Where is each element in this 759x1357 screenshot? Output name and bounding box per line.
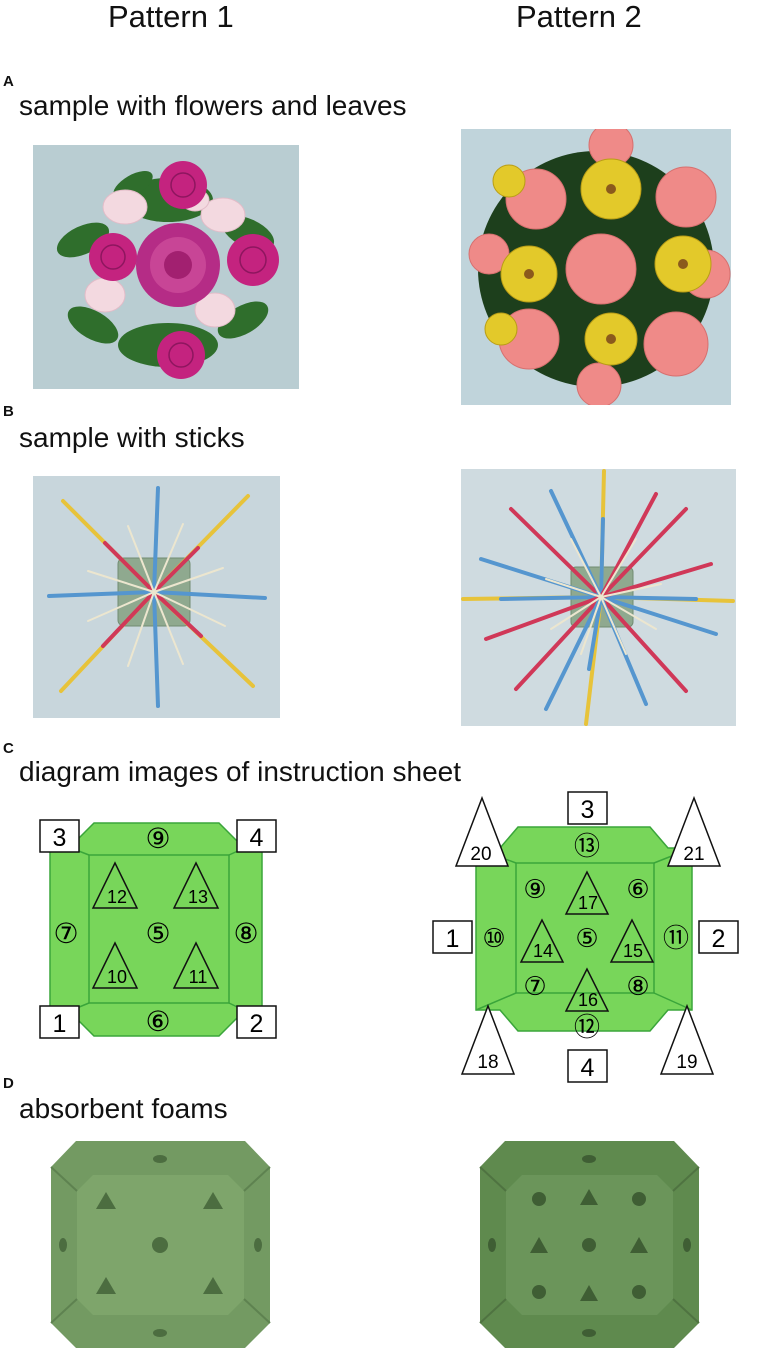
- hole-marker-10: ⑩: [482, 923, 505, 953]
- triangle-marker-10: 10: [107, 967, 127, 987]
- hole-marker-5: ⑤: [145, 918, 170, 949]
- column-heading-pattern-2: Pattern 2: [516, 0, 642, 34]
- triangle-marker-12: 12: [107, 887, 127, 907]
- side-box-4: 4: [581, 1054, 595, 1082]
- corner-box-3: 3: [39, 819, 80, 853]
- column-heading-pattern-1: Pattern 1: [108, 0, 234, 34]
- hole-marker-9: ⑨: [523, 874, 546, 904]
- sticks-sample-photo-1: [33, 476, 280, 718]
- triangle-marker-13: 13: [188, 887, 208, 907]
- triangle-marker-14: 14: [533, 941, 553, 961]
- hole-marker-13: ⑬: [574, 831, 600, 861]
- panel-letter-d: D: [3, 1075, 14, 1092]
- panel-caption-d: absorbent foams: [19, 1093, 228, 1124]
- hole-marker-6: ⑥: [145, 1006, 170, 1037]
- triangle-marker-16: 16: [578, 990, 598, 1010]
- hole-marker-8: ⑧: [233, 918, 258, 949]
- hole-marker-6: ⑥: [626, 874, 649, 904]
- corner-box-1: 1: [39, 1005, 80, 1039]
- panel-caption-a: sample with flowers and leaves: [19, 90, 407, 121]
- panel-letter-b: B: [3, 403, 14, 420]
- corner-triangle-18: 18: [477, 1052, 498, 1073]
- hole-marker-5: ⑤: [575, 923, 598, 953]
- panel-caption-b: sample with sticks: [19, 422, 245, 453]
- corner-box-2: 2: [236, 1005, 277, 1039]
- corner-box-4: 4: [236, 819, 277, 853]
- corner-triangle-20: 20: [470, 844, 491, 865]
- corner-box-1-label: 1: [53, 1010, 67, 1038]
- triangle-marker-15: 15: [623, 941, 643, 961]
- carnation-bouquet-photo: [461, 129, 731, 405]
- panel-letter-c: C: [3, 740, 14, 757]
- hole-marker-8: ⑧: [626, 971, 649, 1001]
- hole-marker-12: ⑫: [574, 1012, 600, 1042]
- instruction-diagram-pattern-1: 3 4 1 2 ⑨ ⑦ ⑤ ⑧ ⑥ 12 13 10 11: [39, 819, 277, 1039]
- hole-marker-9: ⑨: [145, 823, 170, 854]
- side-box-2: 2: [712, 925, 726, 953]
- corner-triangle-21: 21: [683, 844, 704, 865]
- side-box-3: 3: [581, 796, 595, 824]
- foam-photo-pattern-2: [477, 1137, 702, 1352]
- triangle-marker-17: 17: [578, 893, 598, 913]
- corner-box-2-label: 2: [250, 1010, 264, 1038]
- triangle-marker-11: 11: [189, 967, 208, 987]
- corner-triangle-19: 19: [676, 1052, 697, 1073]
- hole-marker-11: ⑪: [663, 923, 689, 953]
- corner-box-4-label: 4: [250, 824, 264, 852]
- panel-caption-c: diagram images of instruction sheet: [19, 756, 461, 787]
- hole-marker-7: ⑦: [53, 918, 78, 949]
- side-box-1: 1: [446, 925, 460, 953]
- panel-letter-a: A: [3, 73, 14, 90]
- rose-bouquet-photo: [33, 145, 299, 389]
- foam-photo-pattern-1: [48, 1137, 273, 1352]
- instruction-diagram-pattern-2: 3 1 2 4 20 21 18 19 ⑬ ⑨ ⑥ ⑩ ⑤ ⑪ ⑦ ⑧ ⑫ 17…: [432, 791, 739, 1083]
- corner-box-3-label: 3: [53, 824, 67, 852]
- hole-marker-7: ⑦: [523, 971, 546, 1001]
- sticks-sample-photo-2: [461, 469, 736, 726]
